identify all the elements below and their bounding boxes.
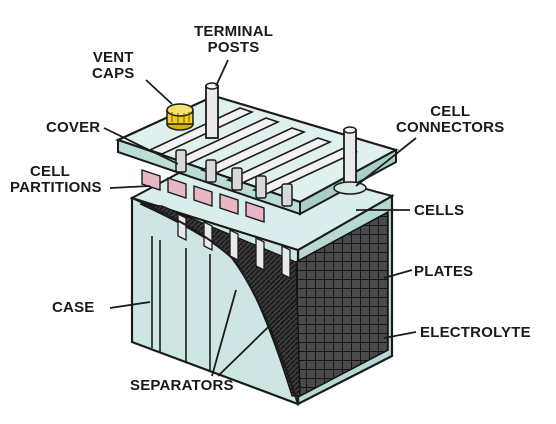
label-cell-connectors: CELL CONNECTORS bbox=[396, 104, 504, 136]
label-vent-caps-line1: VENT bbox=[92, 49, 134, 66]
cover-ridges bbox=[147, 107, 359, 195]
label-plates: PLATES bbox=[414, 263, 474, 280]
cell-connector-bars bbox=[175, 149, 293, 207]
label-terminal-posts-line2: POSTS bbox=[207, 39, 260, 56]
label-separators: SEPARATORS bbox=[130, 377, 234, 394]
label-cell-connectors-line1: CELL bbox=[430, 103, 471, 120]
label-cell-partitions-line2: PARTITIONS bbox=[10, 179, 102, 196]
cell-tops bbox=[141, 169, 265, 223]
plate-ribs bbox=[177, 212, 291, 280]
label-cells: CELLS bbox=[414, 202, 465, 219]
terminal-post-left bbox=[205, 82, 219, 139]
case-ribs bbox=[151, 236, 211, 370]
label-terminal-posts-line1: TERMINAL bbox=[194, 23, 274, 40]
vent-cap bbox=[166, 103, 194, 131]
label-cell-connectors-line2: CONNECTORS bbox=[396, 119, 505, 136]
label-vent-caps: VENT CAPS bbox=[92, 50, 134, 82]
label-vent-caps-line2: CAPS bbox=[92, 65, 135, 82]
label-cover: COVER bbox=[46, 119, 101, 136]
label-case: CASE bbox=[52, 299, 95, 316]
label-terminal-posts: TERMINAL POSTS bbox=[194, 24, 273, 56]
label-electrolyte: ELECTROLYTE bbox=[420, 324, 531, 341]
label-cell-partitions-line1: CELL bbox=[30, 163, 70, 180]
case-cut-edge bbox=[131, 197, 299, 405]
label-cell-partitions: CELL PARTITIONS bbox=[10, 164, 102, 196]
leader-lines bbox=[103, 59, 417, 377]
